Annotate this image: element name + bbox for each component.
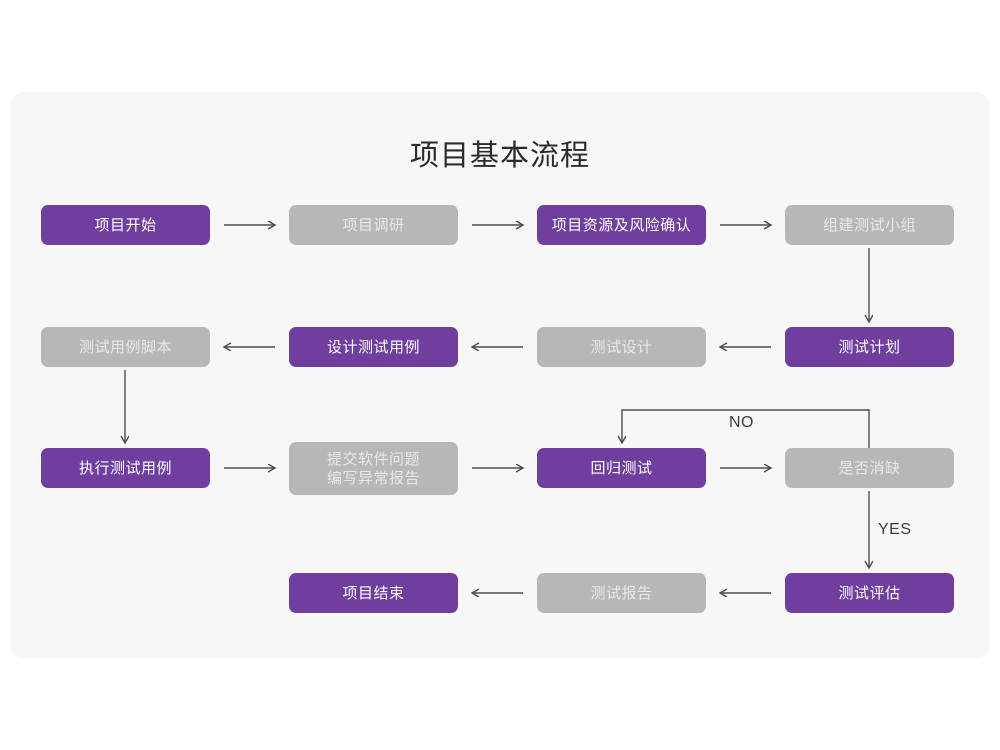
node-design-test-cases[interactable]: 设计测试用例: [289, 327, 458, 367]
node-submit-defect-report[interactable]: 提交软件问题 编写异常报告: [289, 442, 458, 495]
node-resource-risk-confirm[interactable]: 项目资源及风险确认: [537, 205, 706, 245]
node-defect-resolved-decision[interactable]: 是否消缺: [785, 448, 954, 488]
edge-label-no: NO: [729, 414, 754, 431]
node-test-evaluation[interactable]: 测试评估: [785, 573, 954, 613]
node-form-test-team[interactable]: 组建测试小组: [785, 205, 954, 245]
node-project-start[interactable]: 项目开始: [41, 205, 210, 245]
node-test-design[interactable]: 测试设计: [537, 327, 706, 367]
node-test-case-scripts[interactable]: 测试用例脚本: [41, 327, 210, 367]
node-regression-test[interactable]: 回归测试: [537, 448, 706, 488]
page-title: 项目基本流程: [409, 140, 590, 172]
node-project-end[interactable]: 项目结束: [289, 573, 458, 613]
node-execute-test-cases[interactable]: 执行测试用例: [41, 448, 210, 488]
node-test-report[interactable]: 测试报告: [537, 573, 706, 613]
flowchart-canvas: [10, 92, 990, 658]
edge-label-yes: YES: [878, 521, 912, 538]
node-test-plan[interactable]: 测试计划: [785, 327, 954, 367]
node-project-research[interactable]: 项目调研: [289, 205, 458, 245]
